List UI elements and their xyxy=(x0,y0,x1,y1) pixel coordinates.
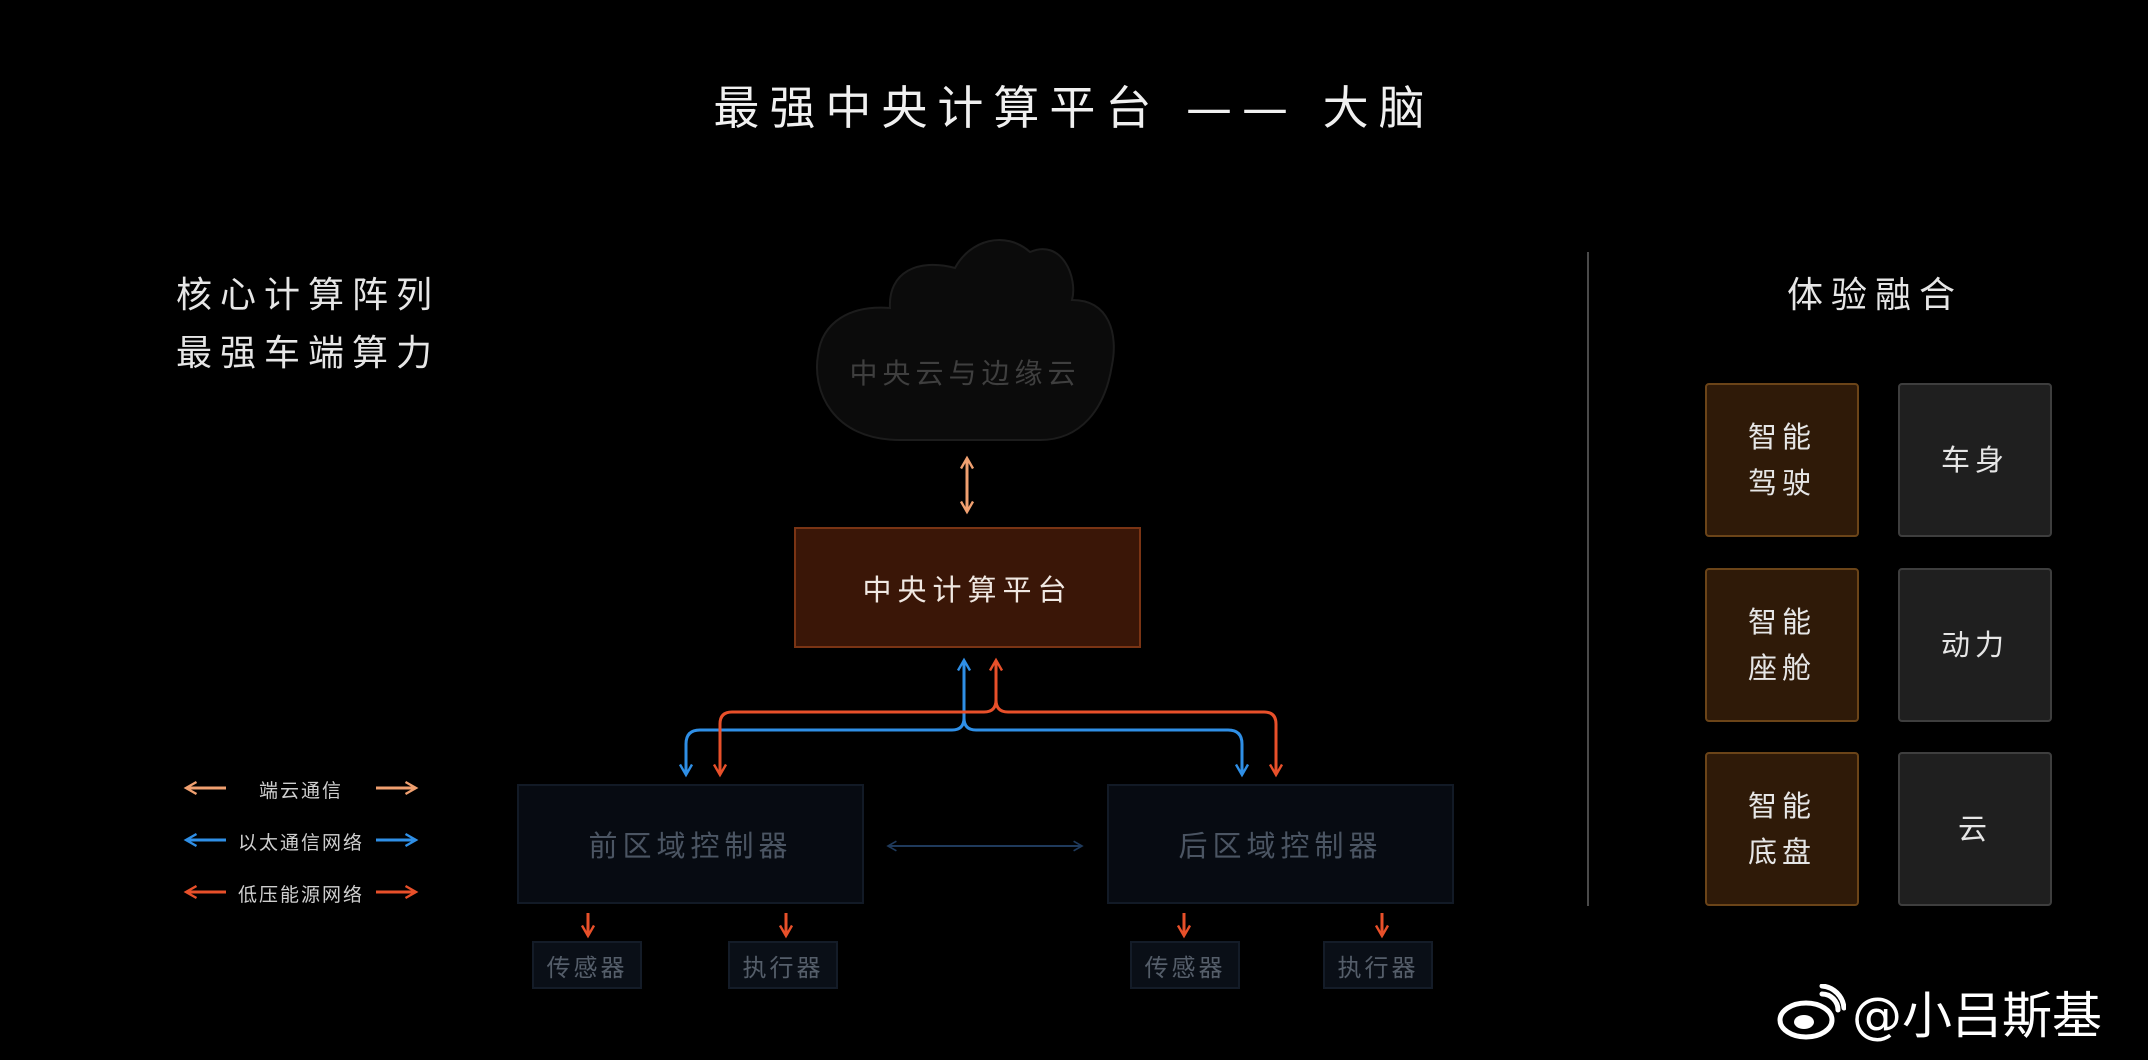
tile-line: 驾驶 xyxy=(1747,466,1816,500)
low-voltage-arrow-front xyxy=(712,657,1004,778)
tile-smart-chassis: 智能底盘 xyxy=(1705,752,1859,906)
low-voltage-arrow-rear xyxy=(994,699,1284,778)
tile-line: 云 xyxy=(1957,812,1992,846)
heading-core-compute: 核心计算阵列 xyxy=(176,275,441,316)
weibo-icon xyxy=(1777,984,1846,1040)
tile-line: 座舱 xyxy=(1747,651,1816,685)
tile-smart-cockpit: 智能座舱 xyxy=(1705,568,1859,722)
tile-line: 底盘 xyxy=(1747,835,1816,869)
front-sensor: 传感器 xyxy=(532,941,642,989)
cloud-shape xyxy=(816,239,1115,441)
watermark: @小吕斯基 xyxy=(1776,976,2102,1048)
tile-line: 智能 xyxy=(1747,420,1816,454)
tile-power: 动力 xyxy=(1898,568,2052,722)
legend-low-voltage-label: 低压能源网络 xyxy=(237,884,364,906)
tile-line: 智能 xyxy=(1747,605,1816,639)
central-compute-platform: 中央计算平台 xyxy=(794,527,1141,648)
tile-cloud: 云 xyxy=(1898,752,2052,906)
page-title: 最强中央计算平台 —— 大脑 xyxy=(713,81,1435,135)
tile-smart-driving: 智能驾驶 xyxy=(1705,383,1859,537)
legend-ethernet-label: 以太通信网络 xyxy=(237,832,364,854)
tile-line: 动力 xyxy=(1940,628,2009,662)
front-actuator: 执行器 xyxy=(728,941,838,989)
watermark-handle: @小吕斯基 xyxy=(1852,987,2102,1045)
tile-line: 车身 xyxy=(1940,443,2009,477)
heading-strongest-compute: 最强车端算力 xyxy=(176,333,441,374)
cloud-label: 中央云与边缘云 xyxy=(849,357,1081,390)
experience-fusion-heading: 体验融合 xyxy=(1786,275,1963,316)
tile-body: 车身 xyxy=(1898,383,2052,537)
ethernet-arrow-front xyxy=(678,657,972,778)
rear-actuator: 执行器 xyxy=(1323,941,1433,989)
tile-line: 智能 xyxy=(1747,789,1816,823)
front-domain-controller: 前区域控制器 xyxy=(517,784,864,904)
rear-domain-controller: 后区域控制器 xyxy=(1107,784,1454,904)
rear-sensor: 传感器 xyxy=(1130,941,1240,989)
ethernet-arrow-rear xyxy=(962,717,1250,778)
legend-cloud-comm-label: 端云通信 xyxy=(258,780,343,802)
